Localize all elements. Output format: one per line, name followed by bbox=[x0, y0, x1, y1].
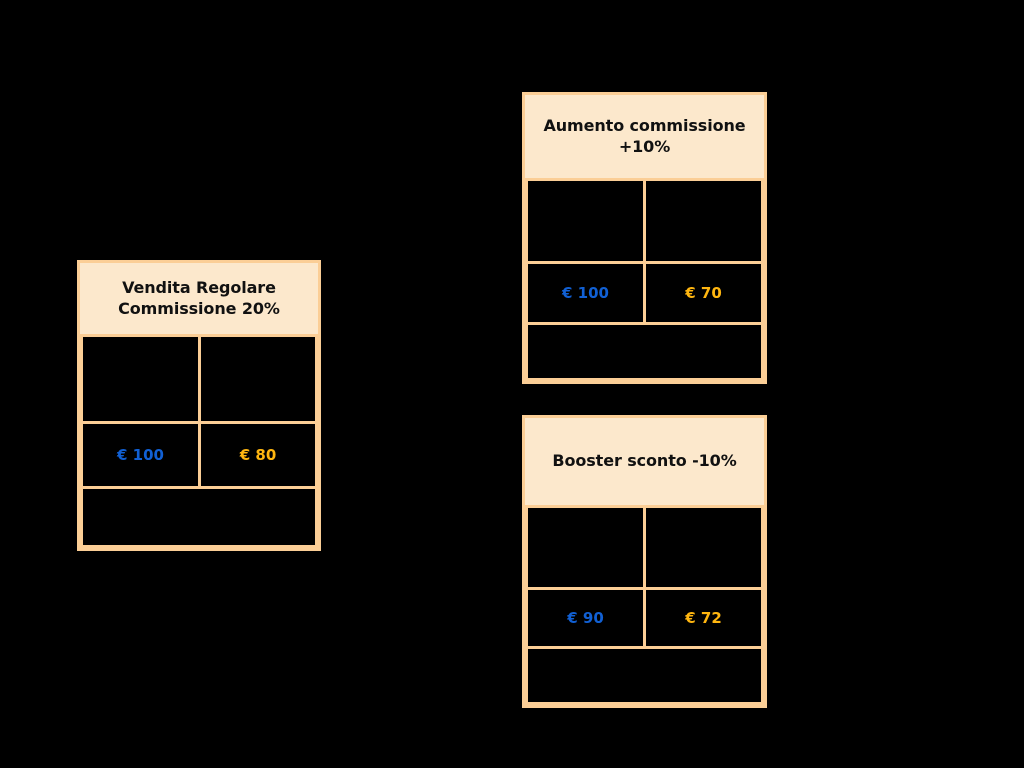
card-title-line-2: +10% bbox=[618, 136, 671, 156]
card-body-aumento-commissione: € 100 € 70 bbox=[525, 178, 764, 381]
cell-value-left[interactable]: € 100 bbox=[525, 261, 646, 325]
cell-value-left[interactable]: € 90 bbox=[525, 587, 646, 649]
cell-top-left[interactable] bbox=[525, 505, 646, 590]
cell-value-right[interactable]: € 80 bbox=[197, 421, 318, 489]
grid-row-bottom bbox=[80, 486, 318, 548]
card-vendita-regolare[interactable]: Vendita Regolare Commissione 20% € 100 €… bbox=[77, 260, 321, 551]
card-booster-sconto[interactable]: Booster sconto -10% € 90 € 72 bbox=[522, 415, 767, 708]
cell-top-left[interactable] bbox=[525, 178, 646, 264]
grid-row-values: € 100 € 70 bbox=[525, 261, 764, 325]
grid-row-top bbox=[525, 178, 764, 264]
card-header-booster-sconto: Booster sconto -10% bbox=[525, 418, 764, 505]
grid-row-top bbox=[525, 505, 764, 590]
card-body-booster-sconto: € 90 € 72 bbox=[525, 505, 764, 705]
grid-row-top bbox=[80, 334, 318, 424]
card-body-vendita-regolare: € 100 € 80 bbox=[80, 334, 318, 548]
grid-row-bottom bbox=[525, 646, 764, 705]
grid-row-bottom bbox=[525, 322, 764, 381]
cell-top-right[interactable] bbox=[643, 178, 764, 264]
cell-value-right[interactable]: € 70 bbox=[643, 261, 764, 325]
cell-bottom[interactable] bbox=[525, 646, 764, 705]
card-title-line-1: Vendita Regolare bbox=[122, 278, 276, 298]
cell-top-left[interactable] bbox=[80, 334, 201, 424]
grid-row-values: € 90 € 72 bbox=[525, 587, 764, 649]
cell-bottom[interactable] bbox=[80, 486, 318, 548]
cell-top-right[interactable] bbox=[643, 505, 764, 590]
cell-bottom[interactable] bbox=[525, 322, 764, 381]
cell-top-right[interactable] bbox=[197, 334, 318, 424]
cell-value-left[interactable]: € 100 bbox=[80, 421, 201, 489]
card-title-line-1: Booster sconto -10% bbox=[552, 451, 737, 471]
card-title-line-2: Commissione 20% bbox=[118, 298, 280, 318]
grid-row-values: € 100 € 80 bbox=[80, 421, 318, 489]
card-aumento-commissione[interactable]: Aumento commissione +10% € 100 € 70 bbox=[522, 92, 767, 384]
card-header-vendita-regolare: Vendita Regolare Commissione 20% bbox=[80, 263, 318, 334]
card-title-line-1: Aumento commissione bbox=[543, 116, 746, 136]
cell-value-right[interactable]: € 72 bbox=[643, 587, 764, 649]
card-header-aumento-commissione: Aumento commissione +10% bbox=[525, 95, 764, 178]
